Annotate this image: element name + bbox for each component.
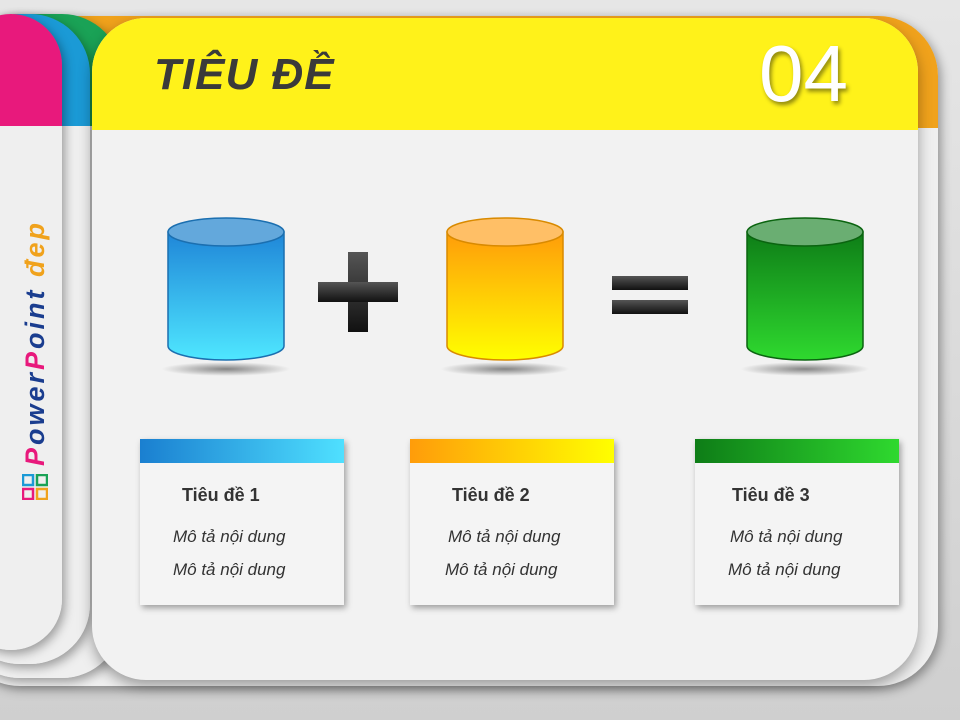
- cylinder-yellow-icon: [446, 217, 564, 361]
- info-box-1-desc-1: Mô tả nội dung: [173, 527, 286, 546]
- info-box-2-title: Tiêu đề 2: [452, 485, 530, 505]
- info-box-2-bar: [410, 439, 614, 463]
- cylinder-blue-icon: [167, 217, 285, 361]
- info-box-2: Tiêu đề 2 Mô tả nội dung Mô tả nội dung: [410, 439, 614, 605]
- cylinder-yellow-shadow: [440, 362, 570, 376]
- brand-part-2: oint: [20, 276, 50, 349]
- brand-part: ower: [20, 369, 50, 445]
- info-box-1-bar: [140, 439, 344, 463]
- info-box-2-desc-1: Mô tả nội dung: [448, 527, 561, 546]
- header-band: TIÊU ĐỀ 04: [92, 18, 918, 130]
- brand-logo-icon: [22, 474, 48, 500]
- brand-end: đep: [20, 219, 50, 277]
- back-card-pink-face: [0, 126, 62, 650]
- info-box-3-bar: [695, 439, 899, 463]
- info-box-1-title: Tiêu đề 1: [182, 485, 260, 505]
- info-box-3-desc-1: Mô tả nội dung: [730, 527, 843, 546]
- info-box-3: Tiêu đề 3 Mô tả nội dung Mô tả nội dung: [695, 439, 899, 605]
- slide-number: 04: [759, 29, 848, 118]
- page-title: TIÊU ĐỀ: [154, 50, 335, 99]
- back-card-pink-band: [0, 14, 62, 130]
- info-box-2-desc-2: Mô tả nội dung: [445, 560, 558, 579]
- cylinder-green-shadow: [740, 362, 870, 376]
- equals-icon: [612, 276, 688, 314]
- cylinder-blue-shadow: [161, 362, 291, 376]
- info-box-1-desc-2: Mô tả nội dung: [173, 560, 286, 579]
- brand-initial: P: [20, 444, 50, 466]
- info-box-3-title: Tiêu đề 3: [732, 485, 810, 505]
- cylinder-green-icon: [746, 217, 864, 361]
- info-box-3-desc-2: Mô tả nội dung: [728, 560, 841, 579]
- brand-initial-2: P: [20, 348, 50, 370]
- info-box-1: Tiêu đề 1 Mô tả nội dung Mô tả nội dung: [140, 439, 344, 605]
- plus-icon: [318, 252, 398, 332]
- back-card-pink: [0, 14, 62, 650]
